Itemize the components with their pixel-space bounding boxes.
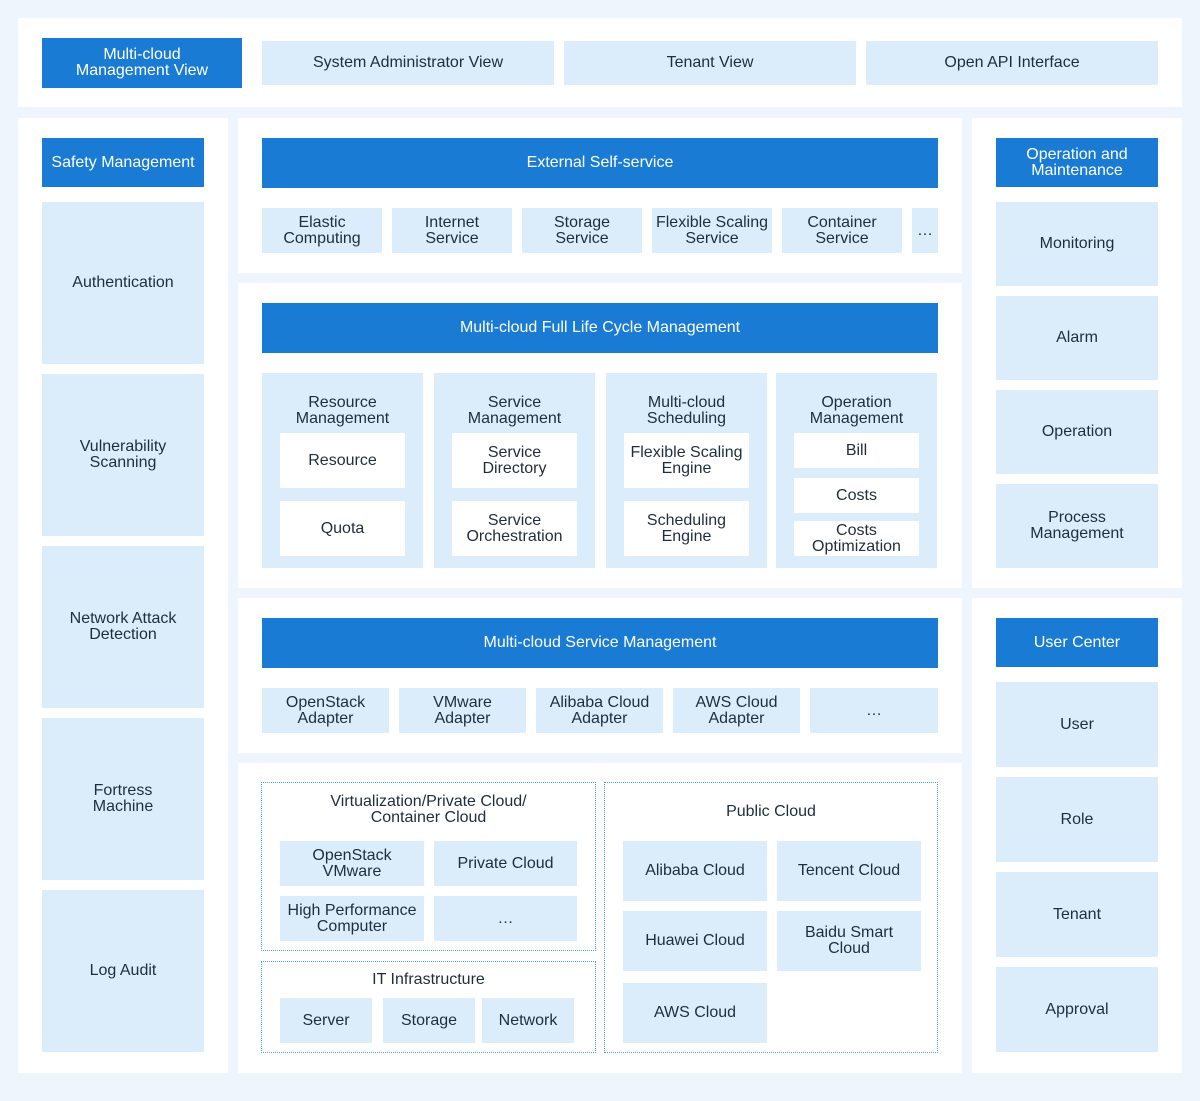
view-multicloud-management[interactable]: Multi-cloud Management View — [42, 38, 242, 88]
service-management-title: Multi-cloud Service Management — [262, 618, 938, 668]
private-high-performance-computer: High Performance Computer — [280, 896, 424, 941]
lifecycle-costs: Costs — [794, 478, 919, 513]
safety-log-audit: Log Audit — [42, 890, 204, 1052]
private-openstack-vmware: OpenStack VMware — [280, 841, 424, 886]
user-center-title: User Center — [996, 618, 1158, 667]
infra-storage: Storage — [383, 998, 475, 1043]
public-cloud-title: Public Cloud — [726, 803, 816, 820]
lifecycle-resource: Resource — [280, 433, 405, 488]
private-cloud-title: Virtualization/Private Cloud/ Container … — [330, 793, 527, 826]
uc-approval: Approval — [996, 967, 1158, 1052]
self-service-storage-service: Storage Service — [522, 208, 642, 253]
safety-management-title: Safety Management — [42, 138, 204, 187]
infra-network: Network — [482, 998, 574, 1043]
private-more: … — [434, 896, 577, 941]
safety-vulnerability-scanning: Vulnerability Scanning — [42, 374, 204, 536]
safety-fortress-machine: Fortress Machine — [42, 718, 204, 880]
view-system-administrator[interactable]: System Administrator View — [262, 41, 554, 85]
adapter-more: … — [810, 688, 938, 733]
self-service-internet-service: Internet Service — [392, 208, 512, 253]
infra-server: Server — [280, 998, 372, 1043]
adapter-openstack: OpenStack Adapter — [262, 688, 389, 733]
private-private-cloud: Private Cloud — [434, 841, 577, 886]
public-cloud-group — [604, 782, 938, 1053]
self-service-flexible-scaling: Flexible Scaling Service — [652, 208, 772, 253]
operation-maintenance-title: Operation and Maintenance — [996, 138, 1158, 187]
public-alibaba-cloud: Alibaba Cloud — [623, 841, 767, 901]
uc-role: Role — [996, 777, 1158, 862]
lifecycle-flexible-scaling-engine: Flexible Scaling Engine — [624, 433, 749, 488]
public-baidu-smart-cloud: Baidu Smart Cloud — [777, 911, 921, 971]
om-process-management: Process Management — [996, 484, 1158, 568]
lifecycle-quota: Quota — [280, 501, 405, 556]
view-open-api[interactable]: Open API Interface — [866, 41, 1158, 85]
adapter-aws-cloud: AWS Cloud Adapter — [673, 688, 800, 733]
safety-network-attack-detection: Network Attack Detection — [42, 546, 204, 708]
it-infrastructure-group — [261, 961, 596, 1053]
safety-authentication: Authentication — [42, 202, 204, 364]
om-monitoring: Monitoring — [996, 202, 1158, 286]
lifecycle-service-directory: Service Directory — [452, 433, 577, 488]
adapter-vmware: VMware Adapter — [399, 688, 526, 733]
self-service-container-service: Container Service — [782, 208, 902, 253]
lifecycle-title: Multi-cloud Full Life Cycle Management — [262, 303, 938, 353]
om-operation: Operation — [996, 390, 1158, 474]
lifecycle-costs-optimization: Costs Optimization — [794, 521, 919, 556]
self-service-title: External Self-service — [262, 138, 938, 188]
om-alarm: Alarm — [996, 296, 1158, 380]
self-service-elastic-computing: Elastic Computing — [262, 208, 382, 253]
public-tencent-cloud: Tencent Cloud — [777, 841, 921, 901]
lifecycle-bill: Bill — [794, 433, 919, 468]
uc-user: User — [996, 682, 1158, 767]
lifecycle-scheduling-engine: Scheduling Engine — [624, 501, 749, 556]
self-service-more: … — [912, 208, 938, 253]
uc-tenant: Tenant — [996, 872, 1158, 957]
public-aws-cloud: AWS Cloud — [623, 983, 767, 1043]
lifecycle-service-orchestration: Service Orchestration — [452, 501, 577, 556]
public-huawei-cloud: Huawei Cloud — [623, 911, 767, 971]
view-tenant[interactable]: Tenant View — [564, 41, 856, 85]
it-infrastructure-title: IT Infrastructure — [372, 971, 485, 988]
private-cloud-group — [261, 782, 596, 951]
adapter-alibaba-cloud: Alibaba Cloud Adapter — [536, 688, 663, 733]
